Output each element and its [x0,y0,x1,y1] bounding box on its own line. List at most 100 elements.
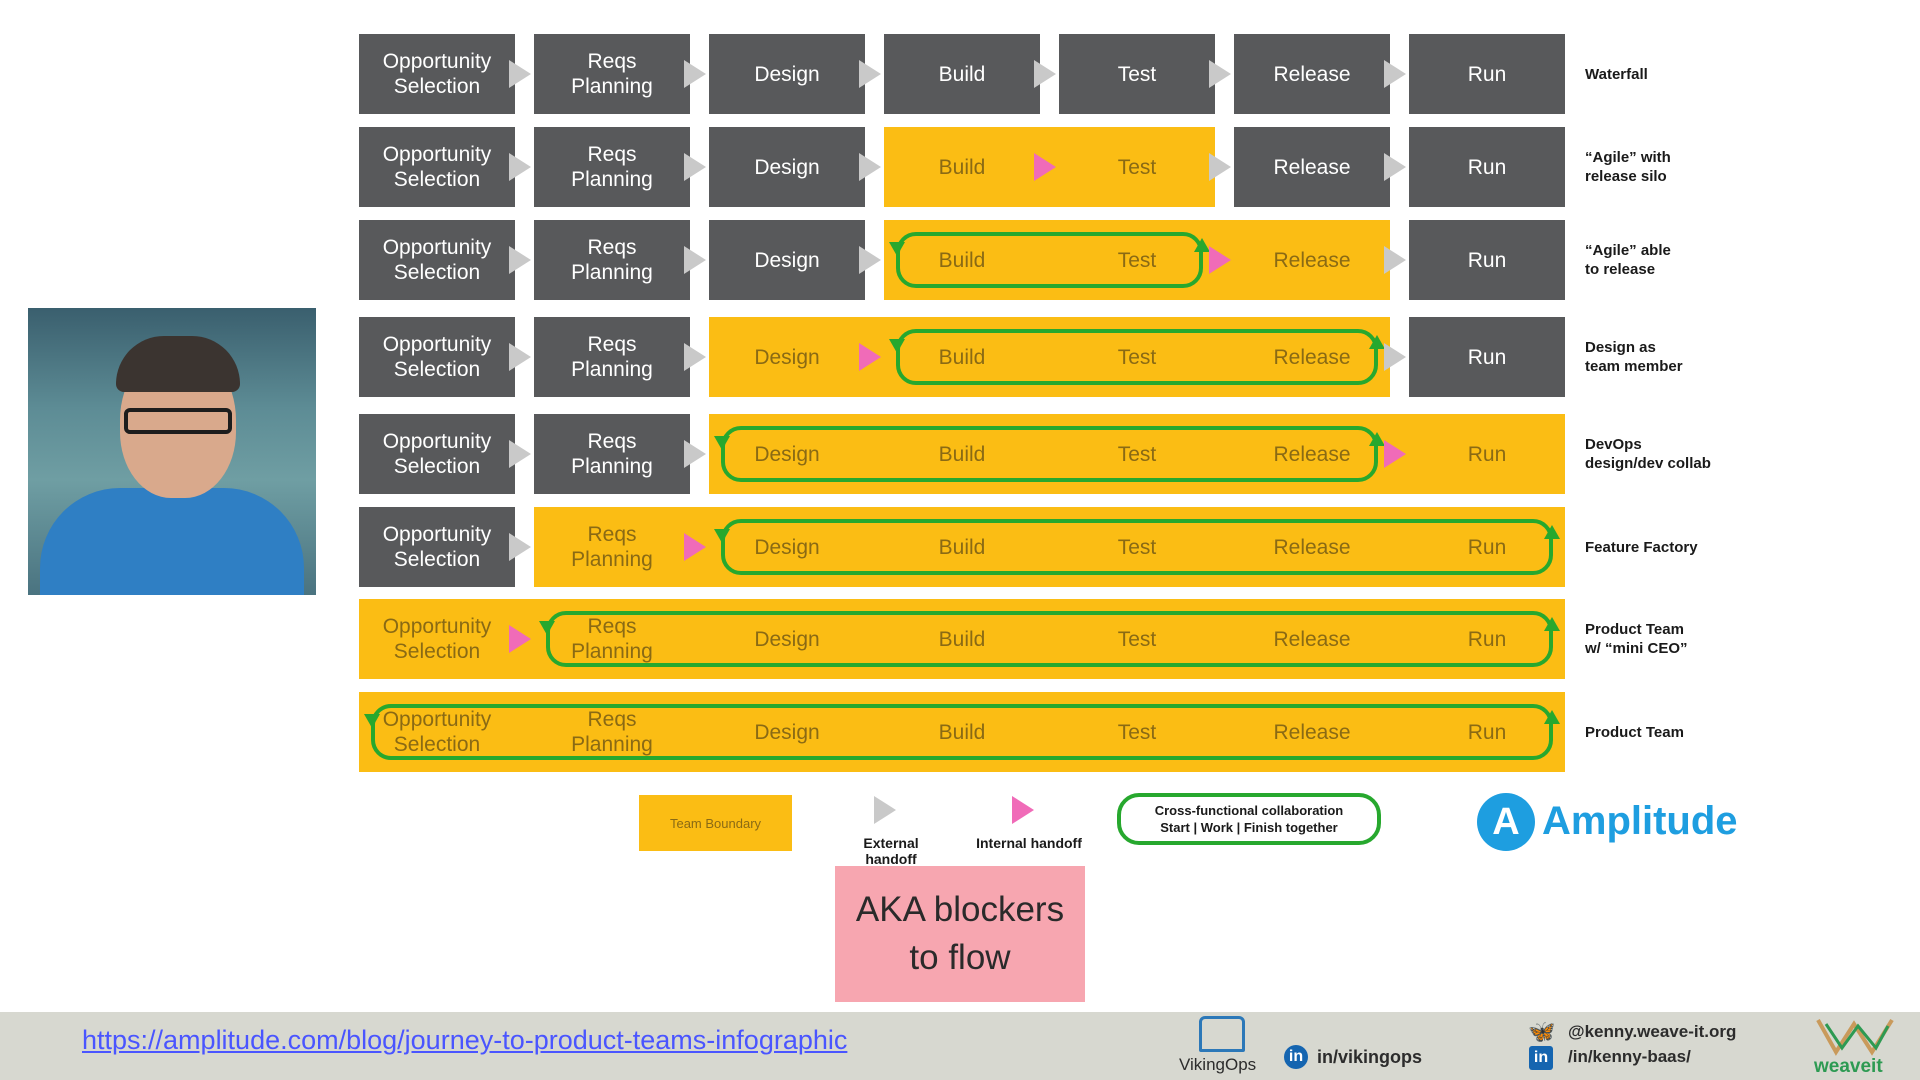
stage-build: Build [938,155,986,179]
stage-build: Build [884,34,1040,114]
stage-design: Design [754,720,820,744]
stage-build: Build [938,720,986,744]
stage-design: Design [709,220,865,300]
stage-build: Build [938,535,986,559]
external-handoff-arrow-icon [509,533,531,561]
stage-design: Design [754,627,820,651]
stage-design: Design [754,535,820,559]
hair-shape [116,336,240,392]
amplitude-logo-icon: A [1477,793,1535,851]
external-handoff-arrow-icon [1209,153,1231,181]
stage-run: Run [1467,535,1507,559]
amplitude-wordmark: Amplitude [1542,799,1738,843]
callout-line2: to flow [909,938,1011,977]
stage-run: Run [1467,627,1507,651]
external-handoff-arrow-icon [859,246,881,274]
row-label: Waterfall [1585,65,1648,83]
collab-line1: Cross-functional collaboration [1154,803,1344,818]
linkedin-icon: in [1529,1046,1553,1070]
collaboration-loop [889,232,1210,288]
stage-design: Design [709,127,865,207]
bluesky-handle[interactable]: @kenny.weave-it.org [1568,1022,1737,1041]
external-handoff-arrow-icon [1034,60,1056,88]
external-handoff-arrow-icon [684,343,706,371]
stage-test: Test [1117,345,1157,369]
vikingops-linkedin[interactable]: in/vikingops [1317,1047,1423,1067]
presenter-photo [28,308,316,595]
stage-build: Build [938,627,986,651]
internal-handoff-arrow-icon [684,533,706,561]
stage-release: Release [1234,34,1390,114]
bluesky-icon: 🦋 [1528,1019,1556,1044]
stage-test: Test [1117,442,1157,466]
external-handoff-arrow-icon [1384,343,1406,371]
stage-design: Design [709,34,865,114]
row-label: Product Team [1585,723,1684,741]
external-handoff-arrow-icon [859,153,881,181]
internal-handoff-arrow-icon [1209,246,1231,274]
internal-handoff-arrow-icon [1012,796,1034,824]
weaveit-logo-icon [1816,1018,1894,1056]
external-handoff-arrow-icon [874,796,896,824]
stage-build: Build [938,442,986,466]
external-handoff-arrow-icon [859,60,881,88]
stage-run: Run [1409,34,1565,114]
vikingops-name: VikingOps [1179,1055,1257,1074]
vikingops-logo-icon [1199,1016,1245,1052]
personal-linkedin[interactable]: /in/kenny-baas/ [1568,1047,1691,1066]
external-handoff-arrow-icon [509,153,531,181]
external-handoff-arrow-icon [684,153,706,181]
internal-handoff-arrow-icon [859,343,881,371]
weaveit-wordmark: weaveit [1814,1056,1883,1077]
collaboration-loop [714,519,1560,575]
collaboration-loop [889,329,1385,385]
external-handoff-arrow-icon [1384,153,1406,181]
stage-test: Test [1117,627,1157,651]
collaboration-loop [714,426,1385,482]
stage-release: Release [1273,345,1351,369]
source-link[interactable]: https://amplitude.com/blog/journey-to-pr… [82,1025,848,1055]
legend-internal-handoff: Internal handoff [976,835,1082,851]
legend-team-boundary: Team Boundary [639,795,792,851]
external-handoff-arrow-icon [1384,60,1406,88]
stage-release: Release [1273,627,1351,651]
blockers-callout: AKA blockers to flow [835,866,1085,1002]
internal-handoff-arrow-icon [509,625,531,653]
internal-handoff-arrow-icon [1034,153,1056,181]
collaboration-loop [539,611,1560,667]
stage-build: Build [938,248,986,272]
stage-test: Test [1117,720,1157,744]
glasses-shape [124,408,232,434]
external-handoff-arrow-icon [684,246,706,274]
legend-collaboration-loop: Cross-functional collaboration Start | W… [1117,793,1381,845]
collaboration-loop [364,704,1560,760]
external-handoff-arrow-icon [1209,60,1231,88]
stage-release: Release [1273,720,1351,744]
collab-line2: Start | Work | Finish together [1160,820,1338,835]
stage-build: Build [938,345,986,369]
stage-design: Design [754,442,820,466]
external-handoff-arrow-icon [684,60,706,88]
stage-release: Release [1273,535,1351,559]
external-handoff-arrow-icon [1384,246,1406,274]
stage-test: Test [1059,34,1215,114]
row-label: Feature Factory [1585,538,1698,556]
external-handoff-arrow-icon [509,246,531,274]
